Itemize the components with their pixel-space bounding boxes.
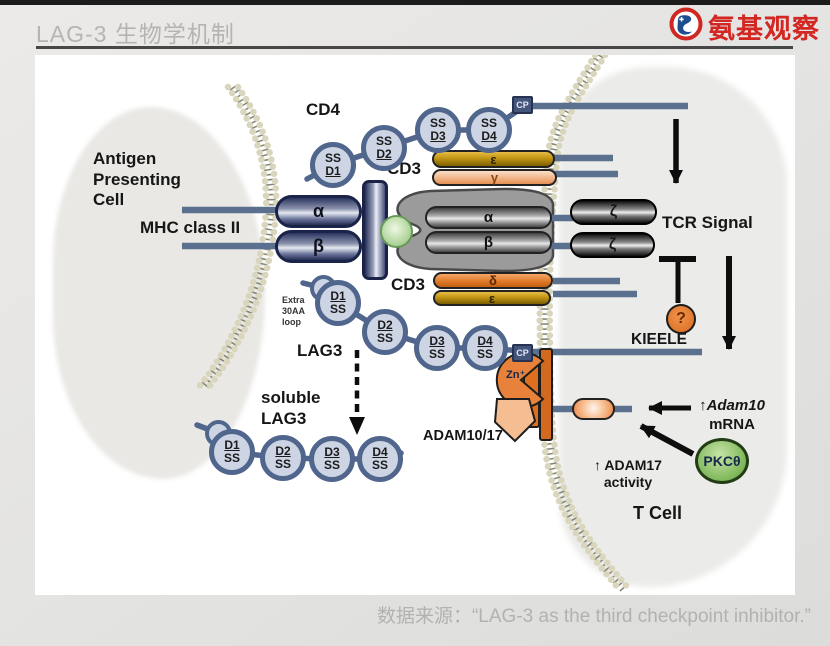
brand-logo: 氨基观察 <box>668 6 820 47</box>
adam10-mrna-line2: mRNA <box>709 415 755 433</box>
tcr-alpha-subunit: α <box>425 206 552 229</box>
header-rule <box>36 46 793 49</box>
mhc-beta-subunit: β <box>275 230 362 263</box>
data-source-caption: 数据来源：“LAG-3 as the third checkpoint inhi… <box>376 606 811 627</box>
soluble-d3-ss: SS <box>323 458 340 472</box>
antigen-presenting-cell-body <box>53 107 265 479</box>
cd4-d4-ss: SS <box>480 116 497 131</box>
signal-arrows <box>349 119 736 457</box>
zeta1-label: ζ <box>609 203 618 220</box>
lag3-d4-ss: SS <box>476 347 493 361</box>
apc-label: Antigen Presenting Cell <box>93 149 181 210</box>
adam-label: ADAM10/17 <box>423 428 503 444</box>
brand-drop-icon <box>668 6 704 47</box>
lag3-d2-ss: SS <box>376 331 393 345</box>
cd4-d1-label: D1 <box>325 164 341 178</box>
extra-loop-label: Extra 30AA loop <box>282 295 306 327</box>
kieele-label: KIEELE <box>631 331 687 348</box>
mhc-alpha-label: α <box>312 201 325 221</box>
cd4-label: CD4 <box>306 100 341 119</box>
adam10-gene: Adam10 <box>706 397 765 415</box>
unknown-mechanism-icon: ? <box>666 304 696 334</box>
brand-name: 氨基观察 <box>708 14 820 44</box>
soluble-d2-ss: SS <box>274 457 291 471</box>
soluble-d1-ss: SS <box>223 451 240 465</box>
mhc-beta-label: β <box>313 236 324 256</box>
zeta2-label: ζ <box>608 236 617 253</box>
lag3-d3-ss: SS <box>428 347 445 361</box>
soluble-d1-label: D1 <box>224 438 240 453</box>
adam10-up-arrow: ↑ <box>699 397 707 415</box>
cd3-epsilon-bottom-label: ε <box>488 290 496 306</box>
cd4-d2-ss: SS <box>375 134 392 149</box>
cd3-gamma-label: γ <box>490 170 499 185</box>
tcr-claw-shape <box>396 187 555 273</box>
soluble-d2-label: D2 <box>275 444 291 459</box>
cd4-d4-label: D4 <box>481 129 497 143</box>
pkc-theta-node: PKCθ <box>695 438 749 484</box>
shed-lag3-fragment-icon <box>572 398 615 420</box>
cd4-d2-label: D2 <box>376 147 392 161</box>
tcr-alpha-label: α <box>483 209 494 226</box>
cd3-epsilon-top: ε <box>432 150 555 168</box>
soluble-lag3-label: soluble LAG3 <box>261 388 321 428</box>
soluble-d4-label: D4 <box>372 445 388 460</box>
lag3-d3-label: D3 <box>429 334 445 349</box>
cd3-epsilon-bottom: ε <box>433 290 551 306</box>
soluble-d4-ss: SS <box>371 458 388 472</box>
page-title: LAG-3 生物学机制 <box>36 21 235 47</box>
cd4-d3-ss: SS <box>429 116 446 131</box>
adam17-activity-label: ↑ ADAM17 activity <box>594 457 662 491</box>
cd3-bottom-label: CD3 <box>391 275 426 294</box>
zinc-label: Zn⁺ <box>506 369 526 381</box>
antigen-peptide-icon <box>380 215 413 248</box>
top-bar <box>0 0 830 5</box>
t-cell-label: T Cell <box>633 503 683 523</box>
mhc-alpha-subunit: α <box>275 195 362 228</box>
tcr-signal-label: TCR Signal <box>662 213 753 232</box>
lag3-d4-label: D4 <box>477 334 493 349</box>
cd4-cp-box: CP <box>512 96 533 114</box>
cd4-d3-label: D3 <box>430 129 446 143</box>
soluble-d3-label: D3 <box>324 445 340 460</box>
cd3-delta: δ <box>433 272 553 289</box>
apc-membrane-icon <box>194 83 280 392</box>
cd3-delta-label: δ <box>489 273 497 288</box>
diagram-canvas: Antigen Presenting Cell MHC class II CD4… <box>35 55 795 595</box>
cd3-epsilon-top-label: ε <box>490 151 497 167</box>
lag3-d2-label: D2 <box>377 318 393 333</box>
lag3-d1-ss: SS <box>329 302 346 316</box>
shedding-arrowhead <box>349 417 365 435</box>
t-cell-membrane-icon <box>536 55 634 594</box>
tcr-beta-label: β <box>483 234 494 251</box>
cd3-gamma: γ <box>432 169 557 186</box>
mhc-class2-label: MHC class II <box>140 218 241 237</box>
cd4-d1-ss: SS <box>324 151 341 166</box>
lag3-label: LAG3 <box>297 341 343 360</box>
pkc-diagonal-arrow <box>639 423 695 457</box>
tcr-beta-subunit: β <box>425 231 552 254</box>
lag3-cp-box: CP <box>512 344 533 362</box>
cd3-zeta2: ζ <box>570 232 655 258</box>
adam-protease-icon <box>493 348 553 443</box>
lag3-d1-label: D1 <box>330 289 346 304</box>
adam10-mrna-label: ↑Adam10 mRNA <box>687 379 777 452</box>
cd3-zeta1: ζ <box>570 199 657 225</box>
